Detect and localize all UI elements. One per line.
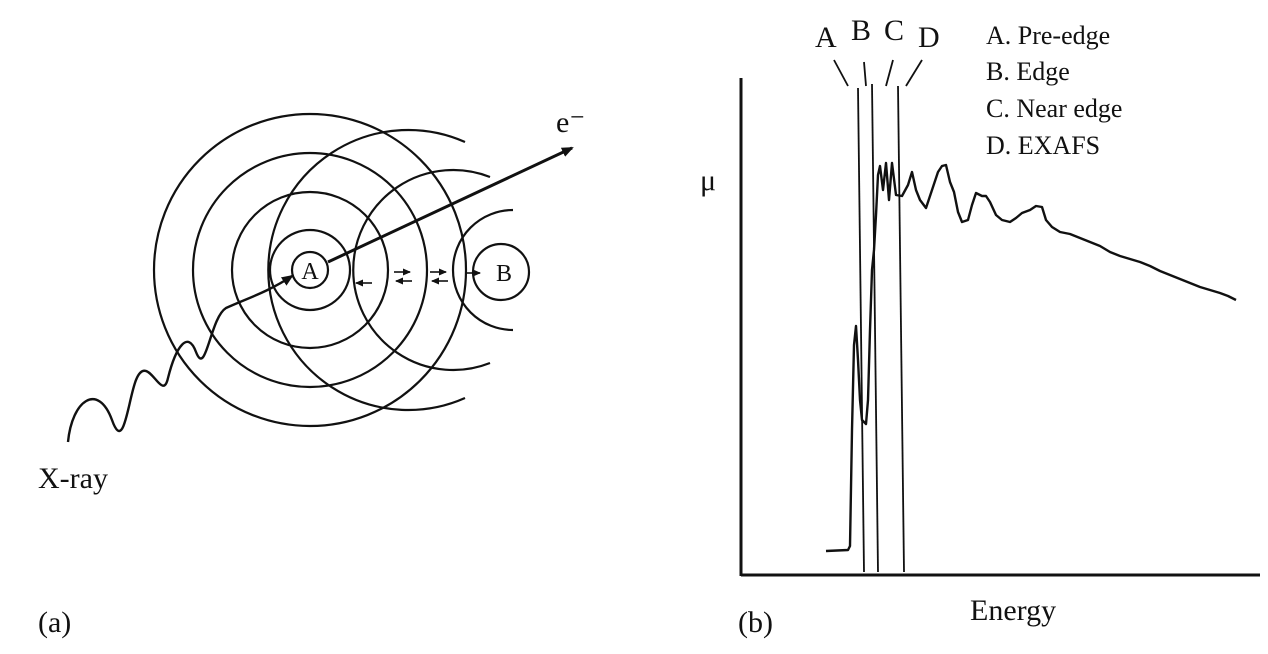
backscatterer-label: B <box>496 261 512 287</box>
outgoing-wave <box>191 151 429 389</box>
legend: A. Pre-edge B. Edge C. Near edge D. EXAF… <box>986 21 1122 160</box>
outgoing-wave <box>268 228 352 312</box>
legend-item-pre-edge: A. Pre-edge <box>986 21 1110 50</box>
legend-item-exafs: D. EXAFS <box>986 131 1100 160</box>
legend-item-near-edge: C. Near edge <box>986 94 1122 123</box>
panel-b-caption: (b) <box>738 606 773 639</box>
region-boundary <box>871 83 879 573</box>
outgoing-wave <box>230 190 390 350</box>
panel-a-caption: (a) <box>38 606 71 639</box>
backscattered-waves <box>267 128 514 412</box>
electron-label: e⁻ <box>556 106 585 139</box>
region-tick <box>833 59 849 87</box>
absorber-atom-a <box>290 250 330 290</box>
region-marker-c: C <box>884 14 904 47</box>
x-axis-label: Energy <box>970 594 1056 627</box>
legend-item-edge: B. Edge <box>986 57 1070 86</box>
outgoing-waves <box>152 112 468 428</box>
region-marker-d: D <box>918 21 940 54</box>
region-tick <box>885 59 894 87</box>
absorption-spectrum <box>825 161 1237 553</box>
region-ticks <box>833 59 923 87</box>
backscattered-wave <box>451 208 514 332</box>
absorber-label: A <box>301 259 319 285</box>
region-tick <box>863 61 867 87</box>
region-boundaries <box>857 83 905 573</box>
photoelectron-arrow <box>327 146 574 264</box>
y-axis-label: μ <box>700 164 716 197</box>
outgoing-wave <box>152 112 468 428</box>
region-boundary <box>897 85 905 573</box>
scatter-arrows <box>355 268 481 287</box>
region-tick <box>905 59 923 87</box>
region-marker-a: A <box>815 21 837 54</box>
backscattered-wave <box>267 128 466 412</box>
panel-a: A B e⁻ X-ray (a) <box>38 106 585 639</box>
xray-wave <box>66 274 294 443</box>
panel-b: μ Energy (b) A B C D A. Pre-edge B. Edge… <box>700 14 1260 639</box>
region-marker-b: B <box>851 14 871 47</box>
xray-label: X-ray <box>38 462 108 495</box>
region-boundary <box>857 87 865 573</box>
backscattered-wave <box>352 168 491 372</box>
